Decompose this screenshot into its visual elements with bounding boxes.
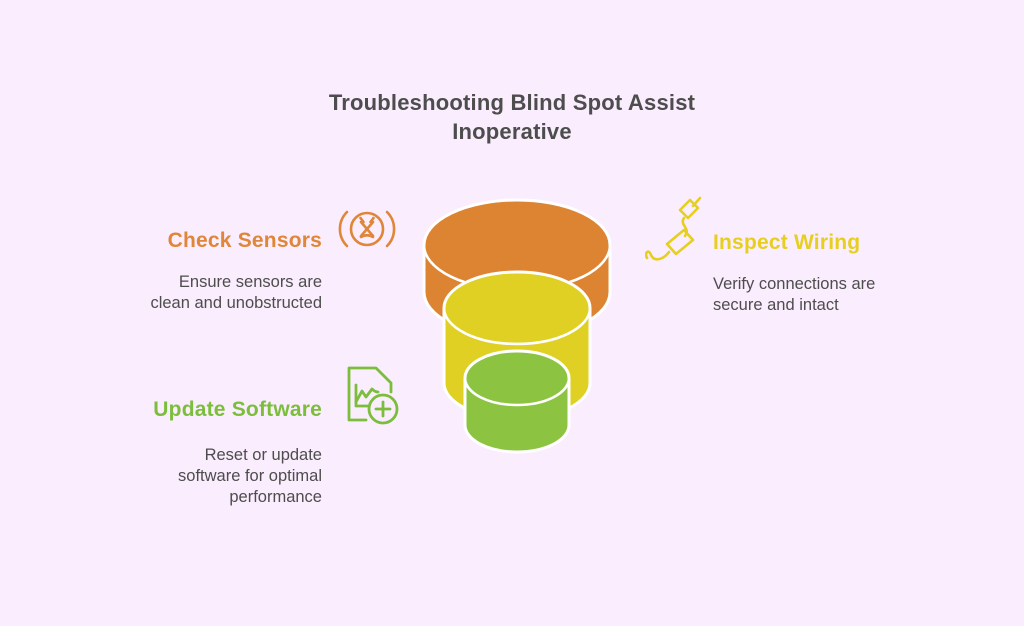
step-update-software: Update Software Reset or update software… bbox=[22, 397, 322, 508]
check-sensors-desc-line-1: Ensure sensors are bbox=[178, 273, 322, 291]
inspect-wiring-label: Inspect Wiring bbox=[713, 231, 861, 254]
update-software-description: Reset or update software for optimal per… bbox=[22, 445, 322, 508]
check-sensors-label: Check Sensors bbox=[167, 229, 322, 252]
check-sensors-desc-line-2: clean and unobstructed bbox=[150, 294, 322, 312]
funnel-graphic bbox=[422, 198, 612, 454]
update-software-desc-line-1: Reset or update bbox=[204, 446, 322, 464]
blind-spot-sensor-warning-icon bbox=[338, 210, 396, 248]
update-software-label: Update Software bbox=[153, 398, 322, 421]
document-chart-add-icon bbox=[347, 366, 399, 425]
step-check-sensors: Check Sensors Ensure sensors are clean a… bbox=[22, 228, 322, 314]
page-title-line-1: Troubleshooting Blind Spot Assist bbox=[328, 90, 696, 115]
page-title: Troubleshooting Blind Spot Assist Inoper… bbox=[0, 88, 1024, 146]
inspect-wiring-desc-line-2: secure and intact bbox=[713, 296, 839, 314]
update-software-desc-line-2: software for optimal bbox=[178, 467, 322, 485]
cable-connector-icon bbox=[645, 196, 702, 261]
check-sensors-description: Ensure sensors are clean and unobstructe… bbox=[22, 272, 322, 314]
funnel-layer-bottom bbox=[463, 349, 571, 454]
inspect-wiring-description: Verify connections are secure and intact bbox=[713, 274, 943, 316]
step-inspect-wiring: Inspect Wiring Verify connections are se… bbox=[713, 230, 943, 316]
page-title-line-2: Inoperative bbox=[452, 119, 572, 144]
update-software-desc-line-3: performance bbox=[229, 488, 322, 506]
inspect-wiring-desc-line-1: Verify connections are bbox=[713, 275, 876, 293]
